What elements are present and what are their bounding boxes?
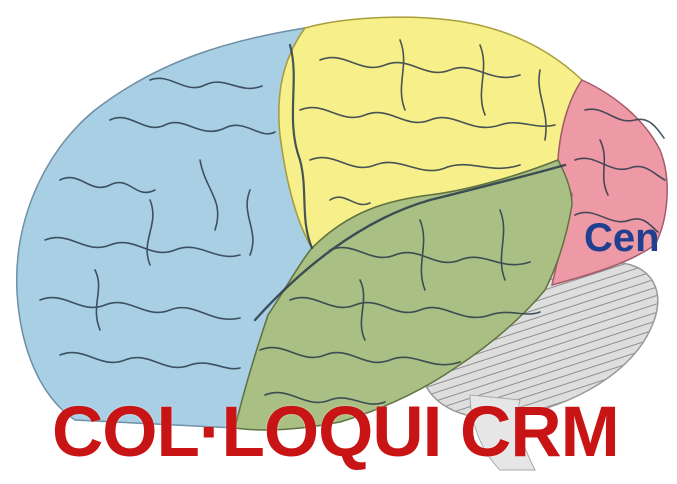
colloqui-crm-title: COL·LOQUI CRM: [52, 397, 619, 468]
partial-center-label: Cen: [584, 218, 677, 258]
